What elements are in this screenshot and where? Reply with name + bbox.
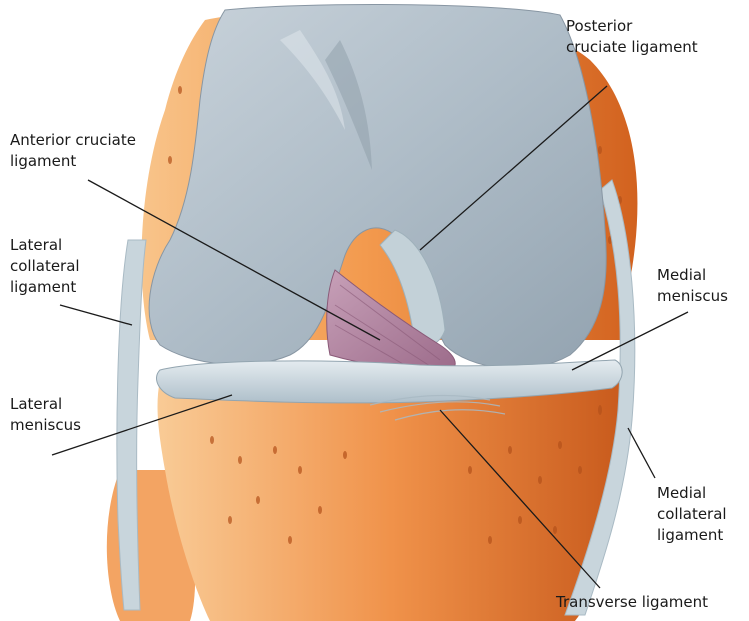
label-posterior-cruciate-ligament: Posterior cruciate ligament: [566, 16, 698, 58]
label-lateral-collateral-ligament: Lateral collateral ligament: [10, 235, 80, 298]
label-medial-collateral-ligament: Medial collateral ligament: [657, 483, 727, 546]
label-transverse-ligament: Transverse ligament: [556, 592, 708, 613]
label-lateral-meniscus: Lateral meniscus: [10, 394, 81, 436]
leader-medial-collateral: [628, 428, 655, 478]
tibia-bone: [158, 374, 625, 621]
label-anterior-cruciate-ligament: Anterior cruciate ligament: [10, 130, 136, 172]
label-medial-meniscus: Medial meniscus: [657, 265, 728, 307]
